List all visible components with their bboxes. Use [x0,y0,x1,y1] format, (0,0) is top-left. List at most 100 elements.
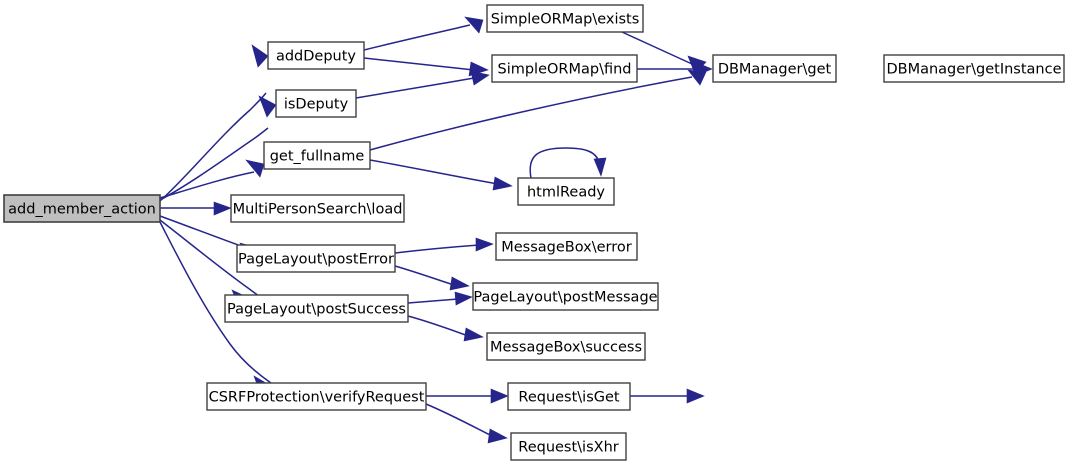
arrowhead-icon [593,157,607,177]
node-box[interactable] [712,54,837,83]
arrowhead-icon [449,276,470,291]
edge-line [621,31,693,65]
edge-add_member_action-to-MultiPersonSearch_load [160,201,232,216]
edge-PageLayout_postError-to-PageLayout_postMessage [394,265,470,291]
node-label: get_fullname [270,149,365,165]
node-label: addDeputy [276,49,356,65]
node-label: Request\isXhr [518,440,618,456]
graph-node-get_fullname[interactable]: get_fullname [263,141,371,170]
edge-CSRFProtection_verifyRequest-to-Request_isGet [426,388,509,404]
graph-node-MessageBox_error[interactable]: MessageBox\error [495,232,638,261]
edge-htmlReady-to-htmlReady [529,147,607,179]
graph-node-CSRFProtection_verifyRequest[interactable]: CSRFProtection\verifyRequest [206,382,427,411]
node-box[interactable] [507,382,631,411]
graph-node-MultiPersonSearch_load[interactable]: MultiPersonSearch\load [230,194,405,223]
node-box[interactable] [883,54,1065,83]
arrowhead-icon [694,61,713,77]
node-box[interactable] [517,177,615,206]
nodes-layer: add_member_action addDeputy isDeputy get_fu… [3,4,1065,461]
node-box[interactable] [236,244,396,273]
node-label: add_member_action [8,202,156,218]
node-box[interactable] [224,294,409,323]
edge-line [425,403,495,438]
graph-node-addDeputy[interactable]: addDeputy [267,41,365,70]
arrowhead-icon [251,44,269,68]
graph-node-SimpleORMap_exists[interactable]: SimpleORMap\exists [486,4,644,33]
edge-line [369,159,499,185]
node-label: isDeputy [284,97,349,113]
node-label: Request\isGet [518,390,620,406]
edge-Request_isGet-to-Request_method [630,388,705,404]
graph-node-DBManager_get[interactable]: DBManager\get [712,54,837,83]
node-box[interactable] [275,89,357,118]
edge-PageLayout_postSuccess-to-MessageBox_success [407,315,484,342]
arrowhead-icon [686,388,705,404]
node-label: DBManager\getInstance [886,62,1061,78]
graph-node-MessageBox_success[interactable]: MessageBox\success [486,332,646,361]
node-label: MessageBox\success [490,340,642,356]
edge-line [159,127,269,201]
edge-line [159,221,272,384]
edge-SimpleORMap_find-to-DBManager_get [637,61,713,77]
node-label: MessageBox\error [501,240,632,256]
node-box[interactable] [267,41,365,70]
node-label: htmlReady [527,185,605,201]
arrowhead-icon [492,176,513,191]
edge-line [407,315,472,338]
graph-node-DBManager_getInstance[interactable]: DBManager\getInstance [883,54,1065,83]
node-box[interactable] [206,382,427,411]
edge-line [159,171,255,199]
edge-addDeputy-to-SimpleORMap_find [363,57,489,77]
node-box[interactable] [3,194,161,223]
node-box[interactable] [472,282,659,311]
graph-node-isDeputy[interactable]: isDeputy [275,89,357,118]
node-box[interactable] [491,54,638,83]
graph-node-PageLayout_postError[interactable]: PageLayout\postError [236,244,396,273]
arrowhead-icon [463,327,484,342]
edge-line [159,219,260,297]
node-label: SimpleORMap\exists [491,12,640,28]
node-label: CSRFProtection\verifyRequest [209,390,425,406]
node-label: DBManager\get [718,62,832,78]
edge-PageLayout_postError-to-MessageBox_error [394,237,494,254]
edge-line [363,24,471,51]
edge-line [407,298,459,304]
node-box[interactable] [230,194,405,223]
arrowhead-icon [464,16,484,34]
node-box[interactable] [510,432,627,461]
edge-line [369,76,693,151]
edge-addDeputy-to-SimpleORMap_exists [363,16,484,51]
edge-CSRFProtection_verifyRequest-to-Request_isXhr [425,403,508,444]
node-label: PageLayout\postSuccess [227,302,406,318]
graph-node-SimpleORMap_find[interactable]: SimpleORMap\find [491,54,638,83]
arrowhead-icon [213,201,232,216]
node-label: SimpleORMap\find [497,62,631,78]
graph-node-PageLayout_postMessage[interactable]: PageLayout\postMessage [472,282,659,311]
edge-get_fullname-to-htmlReady [369,159,513,191]
edge-line [394,265,458,287]
graph-node-add_member_action[interactable]: add_member_action [3,194,161,223]
edge-isDeputy-to-SimpleORMap_find [355,70,490,99]
graph-node-htmlReady[interactable]: htmlReady [517,177,615,206]
edge-line [394,244,480,254]
edge-line [159,92,267,202]
node-box[interactable] [495,232,638,261]
node-label: MultiPersonSearch\load [233,202,403,218]
edge-add_member_action-to-get_fullname [159,159,265,199]
edge-add_member_action-to-addDeputy [159,44,269,202]
edge-line [363,57,475,71]
arrowhead-icon [475,237,494,252]
node-box[interactable] [486,4,644,33]
arrowhead-icon [490,388,509,404]
arrowhead-icon [454,291,473,306]
graph-node-Request_isGet[interactable]: Request\isGet [507,382,631,411]
graph-node-PageLayout_postSuccess[interactable]: PageLayout\postSuccess [224,294,409,323]
edge-line [529,147,600,179]
edge-line [355,77,475,99]
node-box[interactable] [486,332,646,361]
edge-PageLayout_postSuccess-to-PageLayout_postMessage [407,291,473,306]
graph-node-Request_isXhr[interactable]: Request\isXhr [510,432,627,461]
node-box[interactable] [263,141,371,170]
